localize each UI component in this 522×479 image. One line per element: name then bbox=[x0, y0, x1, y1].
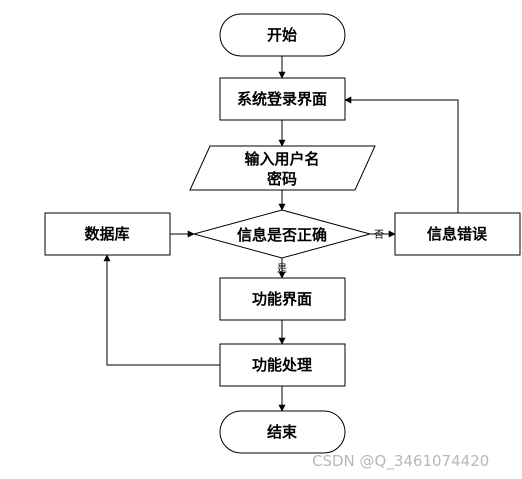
database-node: 数据库 bbox=[44, 212, 171, 256]
start-node: 开始 bbox=[219, 13, 346, 57]
input-node: 输入用户名 密码 bbox=[189, 145, 376, 191]
decision-node: 信息是否正确 bbox=[192, 209, 372, 259]
edge-proc-database bbox=[103, 254, 220, 366]
function-ui-label: 功能界面 bbox=[252, 290, 312, 308]
decision-label: 信息是否正确 bbox=[237, 226, 327, 244]
function-proc-label: 功能处理 bbox=[252, 356, 312, 374]
function-proc-node: 功能处理 bbox=[219, 343, 346, 387]
login-node: 系统登录界面 bbox=[219, 77, 346, 121]
input-label-line2: 密码 bbox=[267, 170, 297, 188]
start-label: 开始 bbox=[267, 26, 297, 44]
end-label: 结束 bbox=[267, 423, 298, 441]
edge-label-yes: 是 bbox=[277, 263, 287, 275]
edge-error-login bbox=[344, 96, 459, 213]
login-label: 系统登录界面 bbox=[237, 90, 327, 108]
database-label: 数据库 bbox=[84, 225, 129, 243]
end-node: 结束 bbox=[219, 410, 346, 454]
input-label-line1: 输入用户名 bbox=[244, 150, 319, 168]
error-node: 信息错误 bbox=[394, 212, 521, 256]
function-ui-node: 功能界面 bbox=[219, 277, 346, 321]
edge-label-no: 否 bbox=[374, 229, 384, 241]
error-label: 信息错误 bbox=[427, 225, 488, 243]
watermark-text: CSDN @Q_3461074420 bbox=[312, 452, 489, 471]
